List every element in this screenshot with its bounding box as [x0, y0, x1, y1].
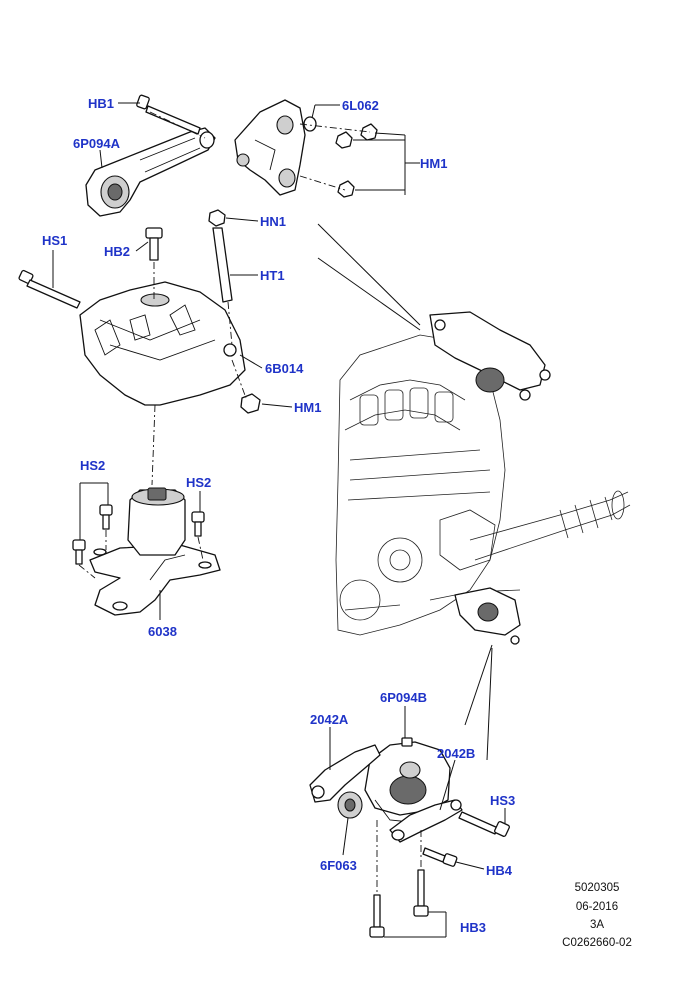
nut-hm1-mid [240, 393, 261, 414]
torque-rod-6p094a [85, 127, 216, 217]
footer-rev: 3A [590, 919, 604, 931]
mount-6038 [89, 487, 221, 616]
callout-hb1: HB1 [88, 96, 114, 111]
nuts-hm1-top [335, 123, 378, 198]
callout-6038: 6038 [148, 624, 177, 639]
callout-hm1-top: HM1 [420, 156, 447, 171]
mount-6p094b [364, 737, 451, 823]
mount-bracket-6b014 [79, 281, 246, 406]
callout-hn1: HN1 [260, 214, 286, 229]
callout-6p094b: 6P094B [380, 690, 427, 705]
bracket-2042a [309, 744, 381, 803]
callout-6l062: 6L062 [342, 98, 379, 113]
bracket-2042b [389, 799, 463, 843]
footer-code: 5020305 [575, 882, 620, 894]
callout-6p094a: 6P094A [73, 136, 121, 151]
engine-illustration [335, 311, 631, 645]
bolts-hs2 [72, 504, 205, 565]
callout-hs2-left: HS2 [80, 458, 105, 473]
bolt-hb2 [145, 227, 163, 261]
callout-ht1: HT1 [260, 268, 285, 283]
bolts-hb3 [369, 869, 429, 938]
callout-hs1: HS1 [42, 233, 67, 248]
callout-2042b: 2042B [437, 746, 475, 761]
callout-hs3: HS3 [490, 793, 515, 808]
callout-labels: HB1 6P094A 6L062 HM1 HN1 HS1 HB2 HT1 6B0… [42, 96, 515, 935]
callout-hs2-right: HS2 [186, 475, 211, 490]
callout-hb3: HB3 [460, 920, 486, 935]
bush-6f063 [337, 791, 363, 819]
stud-ht1 [212, 227, 233, 303]
callout-6f063: 6F063 [320, 858, 357, 873]
callout-6b014: 6B014 [265, 361, 304, 376]
callout-leaders [52, 102, 506, 938]
callout-hb4: HB4 [486, 863, 513, 878]
bolt-hs1 [18, 269, 81, 309]
bolt-hb1 [136, 94, 201, 135]
callout-2042a: 2042A [310, 712, 349, 727]
bolt-hs3 [458, 811, 510, 837]
nut-hn1 [208, 209, 226, 227]
footer-date: 06-2016 [576, 901, 618, 913]
bracket-6l062 [234, 99, 317, 196]
callout-hb2: HB2 [104, 244, 130, 259]
footer-block: 5020305 06-2016 3A C0262660-02 [562, 882, 632, 949]
bolt-hb4 [422, 847, 458, 867]
callout-hm1-mid: HM1 [294, 400, 321, 415]
footer-ref: C0262660-02 [562, 937, 632, 949]
